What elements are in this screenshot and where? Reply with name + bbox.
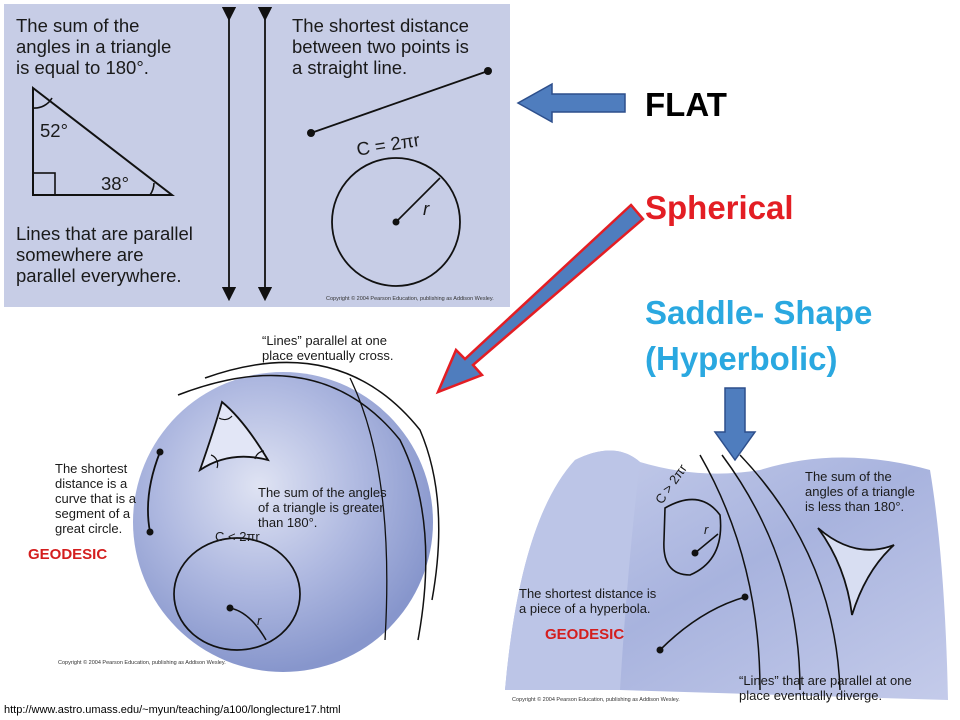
flat-circle bbox=[331, 157, 461, 287]
straight-line bbox=[307, 67, 492, 137]
spherical-arrow bbox=[435, 203, 645, 395]
saddle-arrow bbox=[713, 387, 757, 462]
sphere-angles-text: The sum of the angles of a triangle is g… bbox=[258, 485, 387, 530]
flat-radius: r bbox=[423, 198, 430, 219]
sphere-circumference: C < 2πr bbox=[215, 529, 260, 544]
right-triangle bbox=[32, 85, 175, 196]
flat-parallel-text: Lines that are parallel somewhere are pa… bbox=[16, 223, 193, 286]
saddle-label: Saddle- Shape (Hyperbolic) bbox=[645, 294, 873, 377]
sphere-diagram bbox=[133, 361, 440, 672]
flat-arrow bbox=[516, 82, 626, 124]
flat-triangle-text: The sum of the angles in a triangle is e… bbox=[16, 15, 172, 78]
spherical-label: Spherical bbox=[645, 189, 794, 226]
saddle-shortest-text: The shortest distance is a piece of a hy… bbox=[519, 586, 657, 616]
sphere-lines-text: “Lines” parallel at one place eventually… bbox=[262, 333, 394, 363]
source-url[interactable]: http://www.astro.umass.edu/~myun/teachin… bbox=[4, 704, 341, 716]
saddle-lines-text: “Lines” that are parallel at one place e… bbox=[739, 673, 912, 703]
sphere-radius: r bbox=[257, 613, 262, 628]
sphere-geodesic-label: GEODESIC bbox=[28, 546, 108, 563]
flat-angle-top: 52° bbox=[40, 120, 68, 141]
flat-distance-text: The shortest distance between two points… bbox=[292, 15, 469, 78]
saddle-angles-text: The sum of the angles of a triangle is l… bbox=[805, 469, 915, 514]
flat-geometry-panel bbox=[4, 4, 510, 307]
sphere-shortest-text: The shortest distance is a curve that is… bbox=[55, 461, 136, 536]
saddle-radius: r bbox=[704, 522, 709, 537]
sphere-copyright: Copyright © 2004 Pearson Education, publ… bbox=[58, 660, 226, 666]
saddle-diagram bbox=[505, 450, 948, 700]
flat-label: FLAT bbox=[645, 86, 727, 123]
saddle-copyright: Copyright © 2004 Pearson Education, publ… bbox=[512, 697, 680, 703]
saddle-geodesic-label: GEODESIC bbox=[545, 626, 625, 643]
flat-angle-bottom: 38° bbox=[101, 173, 129, 194]
flat-copyright: Copyright © 2004 Pearson Education, publ… bbox=[326, 296, 494, 302]
